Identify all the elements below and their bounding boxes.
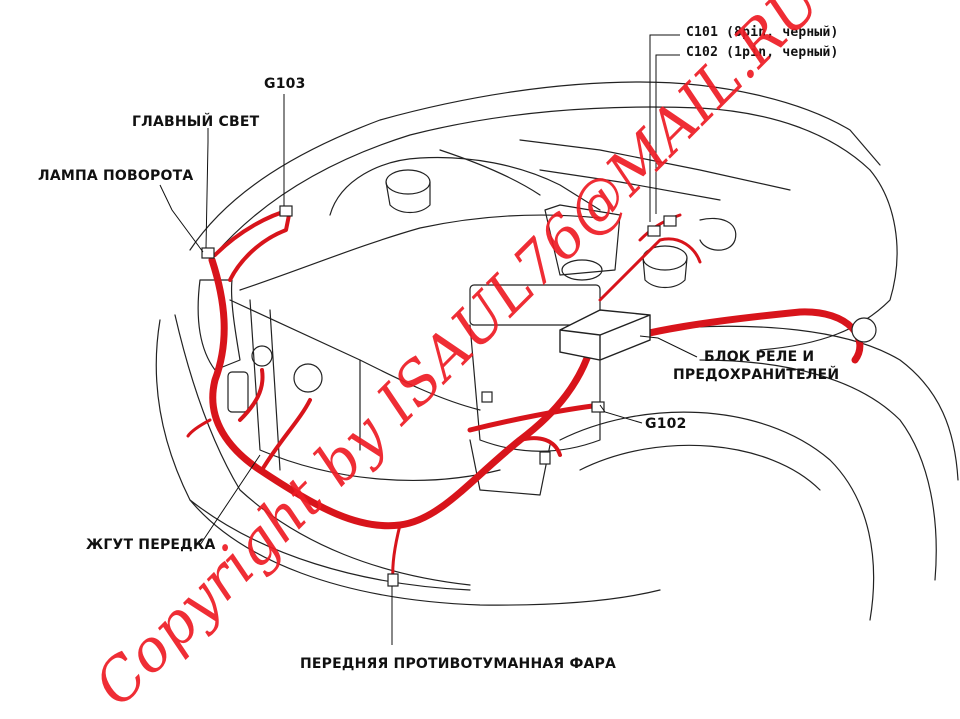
relay-block bbox=[559, 309, 651, 361]
connector-c101-label: C101 (8pin, черный) bbox=[686, 25, 839, 40]
connectors bbox=[201, 205, 877, 587]
ground-g103-label: G103 bbox=[264, 76, 306, 92]
relay-block-label-line2: ПРЕДОХРАНИТЕЛЕЙ bbox=[673, 367, 840, 383]
car-body-outline bbox=[155, 81, 959, 621]
turn-lamp-label: ЛАМПА ПОВОРОТА bbox=[38, 168, 194, 184]
ground-g102-label: G102 bbox=[645, 416, 687, 432]
fog-lamp-label: ПЕРЕДНЯЯ ПРОТИВОТУМАННАЯ ФАРА bbox=[300, 656, 617, 672]
front-harness-label: ЖГУТ ПЕРЕДКА bbox=[86, 537, 216, 553]
relay-block-label-line1: БЛОК РЕЛЕ И bbox=[704, 349, 815, 365]
leader-lines bbox=[159, 34, 698, 645]
connector-c102-label: C102 (1pin, черный) bbox=[686, 45, 839, 60]
main-light-label: ГЛАВНЫЙ СВЕТ bbox=[132, 114, 260, 130]
